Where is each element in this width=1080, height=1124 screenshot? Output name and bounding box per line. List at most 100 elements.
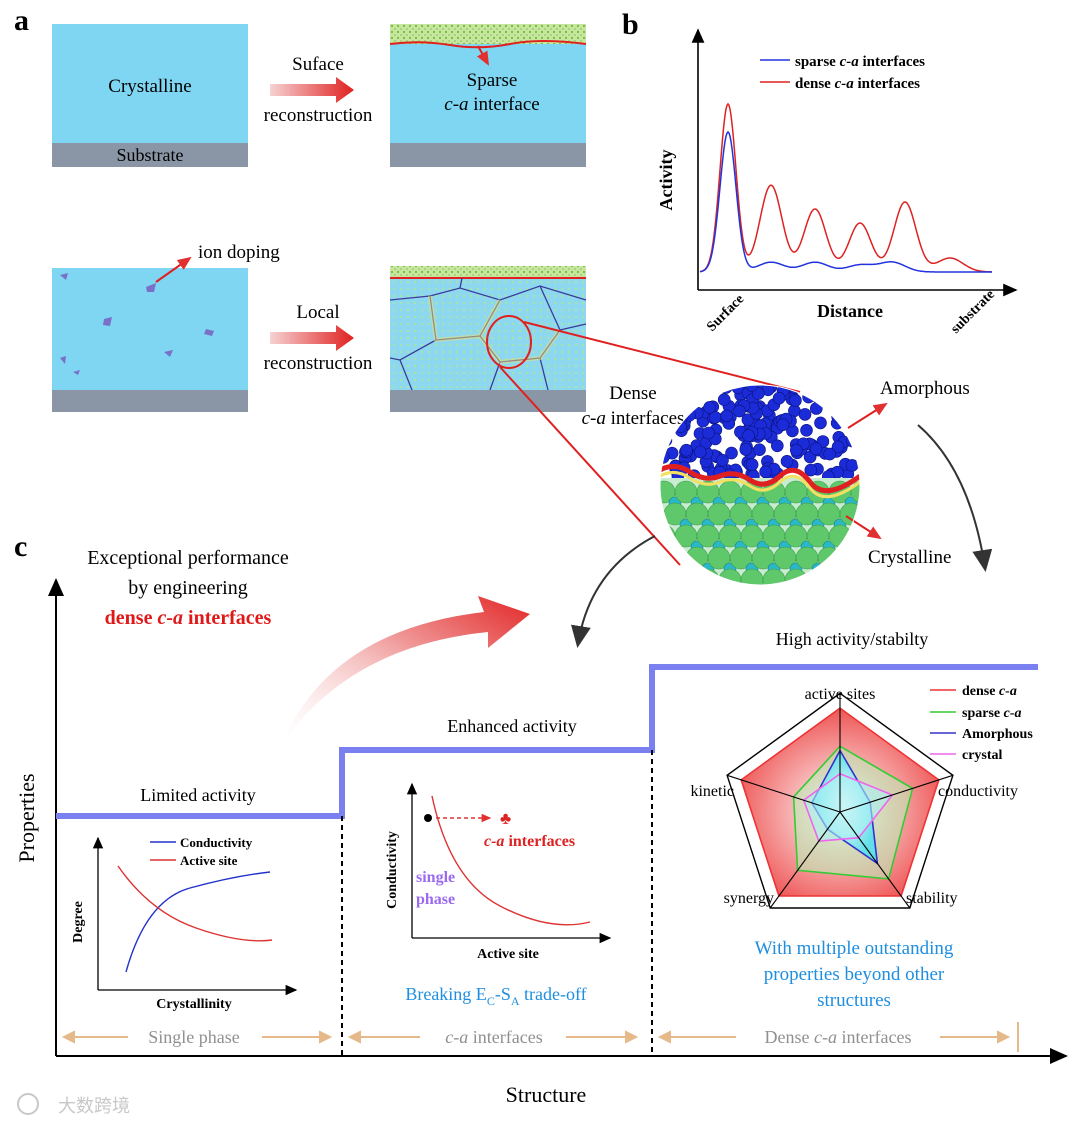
amorphous-atom [809, 442, 823, 456]
amorphous-atom [823, 385, 837, 395]
amorphous-atom [789, 443, 803, 457]
inset1-legend-cond: Conductivity [180, 835, 253, 850]
crystal-atom-small [756, 584, 770, 585]
crystal-atom-small [867, 497, 879, 509]
crystal-atom-large [696, 568, 720, 585]
crystalline-label: Crystalline [108, 76, 191, 97]
step-label-limited: Limited activity [140, 785, 255, 805]
radar-axis-conductivity: conductivity [938, 783, 1018, 800]
grain-boundary-glow [428, 295, 562, 365]
crystal-atom-large [828, 524, 852, 548]
amorphous-atom [833, 388, 847, 401]
crystal-atom-large [850, 524, 860, 548]
amorphous-atom [844, 408, 858, 422]
amorphous-atom [811, 391, 825, 404]
crystal-atom-large [839, 546, 860, 570]
radar-axis-stability: stability [906, 890, 958, 907]
amorphous-label: Amorphous [880, 378, 970, 399]
crystal-atom-small [855, 562, 860, 576]
amorphous-atom [669, 391, 683, 405]
amorphous-atom [800, 423, 813, 437]
radar-axis-synergy: synergy [724, 890, 774, 907]
amorphous-atom [804, 463, 818, 477]
amorphous-atom [819, 395, 833, 408]
amorphous-atom [770, 439, 784, 453]
b-ylabel: Activity [656, 150, 676, 211]
crystal-atom-small [833, 562, 847, 576]
amorphous-atom [832, 402, 846, 416]
inset1-conductivity-curve [125, 871, 271, 973]
radar-chart [726, 692, 954, 909]
ion-doping-pointer [155, 256, 192, 283]
inset2-tradeoff-curve [431, 795, 591, 926]
amorphous-atom [844, 396, 858, 409]
surface-reconstruction-arrow [270, 77, 354, 103]
amorphous-atom [753, 443, 766, 457]
amorphous-atom [814, 416, 827, 430]
radar-legend-sparse: sparse c-a [962, 706, 1022, 721]
inset1-xlabel: Crystallinity [156, 997, 231, 1012]
series-sparse-line [699, 130, 992, 273]
amorphous-atom [809, 402, 823, 415]
amorphous-atom [751, 387, 765, 400]
crystal-atom-small [878, 519, 890, 531]
radar-legend-dense: dense c-a [962, 684, 1017, 699]
crystal-atom-large [839, 502, 860, 526]
radar-spoke [839, 811, 911, 909]
amorphous-atom [687, 385, 701, 395]
inset2-caption: Breaking EC-SA trade-off [405, 984, 586, 1008]
amorphous-atom [805, 385, 818, 398]
crystalline-pointer [845, 515, 882, 540]
substrate-label: Substrate [117, 145, 184, 165]
amorphous-atom [742, 429, 755, 442]
crystal-atom-large [850, 568, 860, 585]
amorphous-atom [686, 385, 700, 392]
amorphous-atom [780, 454, 794, 468]
sparse-label-line1: Sparse [467, 70, 518, 91]
crystal-atom-large [828, 568, 852, 585]
radar-caption-line1: With multiple outstanding [755, 938, 954, 959]
amorphous-atom [733, 404, 746, 418]
region-arrows [61, 1022, 1019, 1052]
inset1-legend-active: Active site [180, 853, 238, 868]
amorphous-atom [806, 386, 820, 400]
crystalline-zoom-label: Crystalline [868, 547, 951, 568]
crystal-atom-small [822, 584, 836, 585]
curved-arrow-right [917, 424, 993, 572]
crystal-atom-small [679, 562, 693, 576]
crystal-atom-large [806, 568, 830, 585]
amorphous-atom [670, 385, 683, 398]
amorphous-atom [739, 443, 753, 456]
crystal-atom-small [867, 585, 879, 597]
region-label-single: Single phase [148, 1027, 240, 1047]
zoom-interface-line [660, 464, 860, 494]
watermark: 大数跨境 [58, 1096, 130, 1116]
properties-step-line [56, 664, 1038, 819]
dense-label-line1: Dense [609, 383, 656, 404]
inset2-ca-label: c-a interfaces [484, 833, 575, 850]
inset2-ylabel: Conductivity [385, 831, 400, 909]
crystal-atom-small [668, 584, 682, 585]
inset2-single-line2: phase [416, 891, 455, 908]
crystal-atom-large [740, 568, 764, 585]
inset2-start-dot [424, 814, 432, 822]
arrow1-label-line2: reconstruction [264, 105, 373, 126]
inset2-xlabel: Active site [477, 947, 539, 962]
radar-axis-kinetic: kinetic [690, 783, 734, 800]
radar-axis-active-sites: active sites [805, 686, 876, 703]
local-reconstruction-arrow [270, 325, 354, 351]
radar-caption-line2: properties beyond other [764, 964, 945, 985]
sparse-pointer [476, 45, 489, 66]
amorphous-pointer [847, 402, 888, 429]
zoom-circle-outline [659, 384, 861, 586]
crystal-atom-small [712, 584, 726, 585]
zoom-source-circle [486, 315, 532, 369]
crystal-atom-large [674, 568, 698, 585]
amorphous-atom [660, 392, 672, 406]
crystal-atom-large [862, 503, 884, 525]
radar-spoke [726, 774, 841, 813]
amorphous-atom [759, 465, 772, 479]
crystal-atom-large [660, 524, 676, 548]
amorphous-atom [789, 394, 802, 407]
panel-a-label: a [14, 4, 29, 37]
